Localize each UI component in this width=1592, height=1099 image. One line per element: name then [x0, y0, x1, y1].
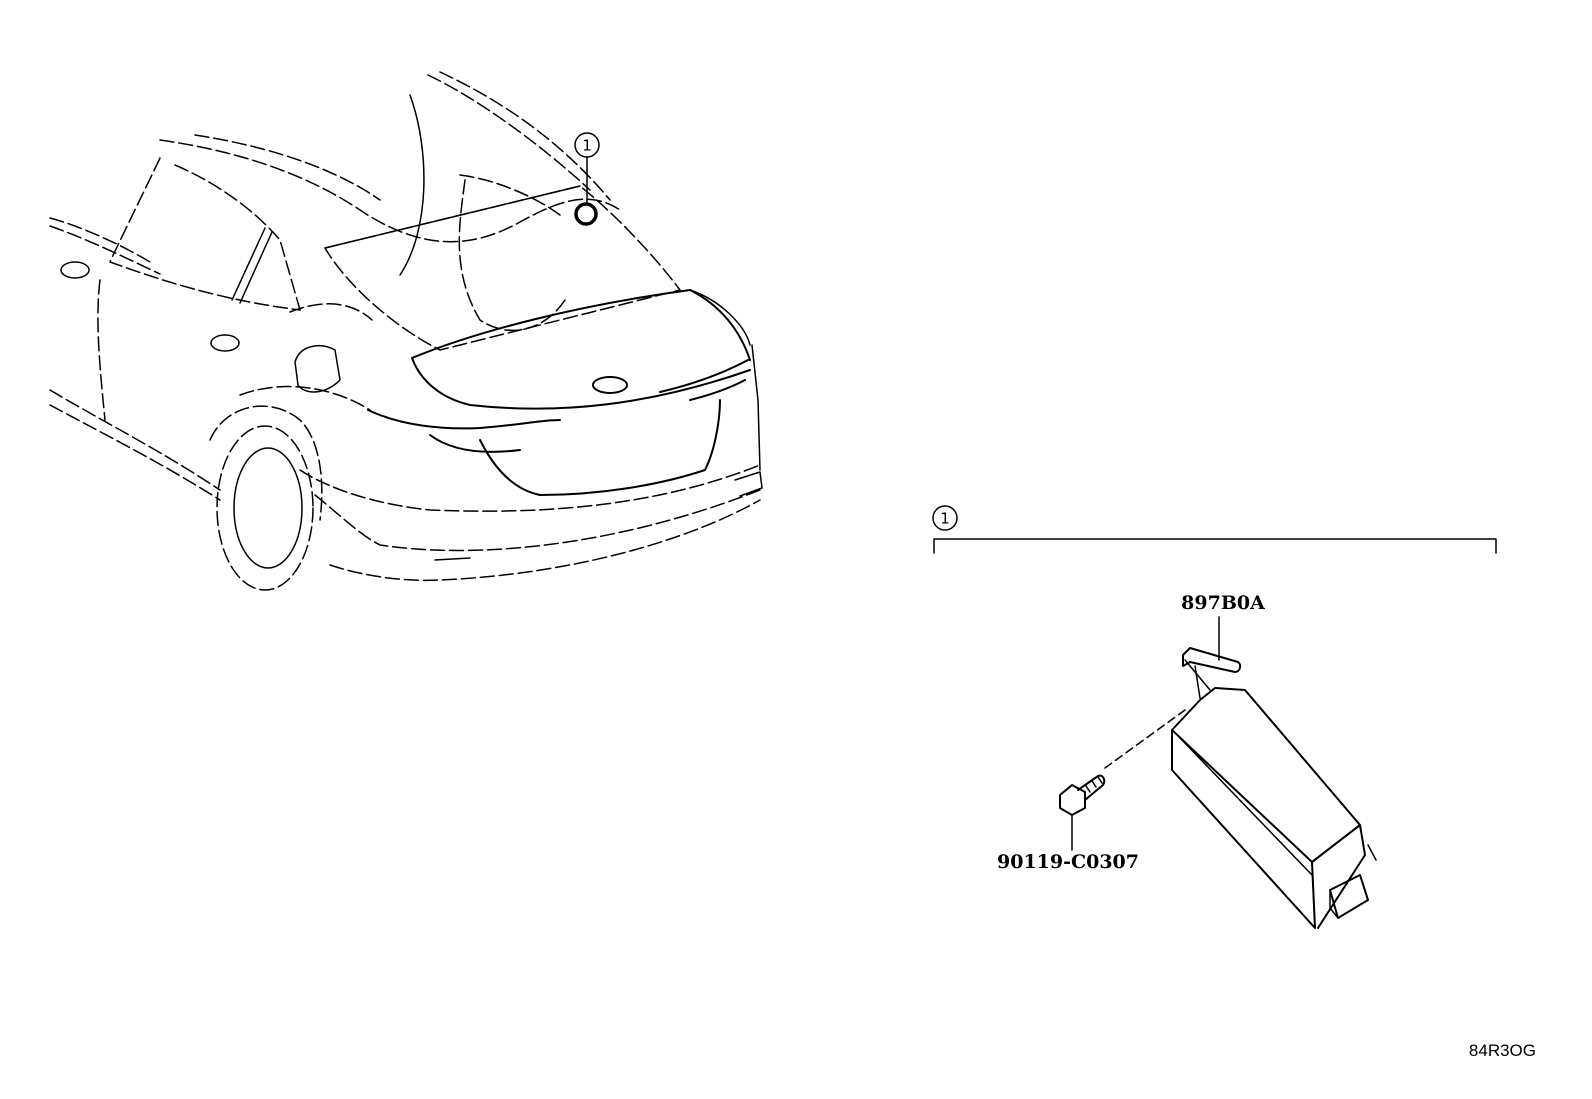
parts-group: 1 897B0A	[932, 505, 1497, 929]
bolt-part-number: 90119-C0307	[997, 851, 1139, 873]
car-callout-number: 1	[582, 137, 592, 155]
bolt	[1059, 774, 1106, 816]
antenna-location-marker	[574, 202, 598, 226]
car-illustration	[49, 71, 763, 591]
module-part-number: 897B0A	[1181, 592, 1265, 614]
antenna-module	[1171, 647, 1377, 929]
diagram-code: 84R3OG	[1469, 1041, 1536, 1060]
car-callout: 1	[574, 132, 600, 226]
group-callout-number: 1	[940, 510, 950, 528]
